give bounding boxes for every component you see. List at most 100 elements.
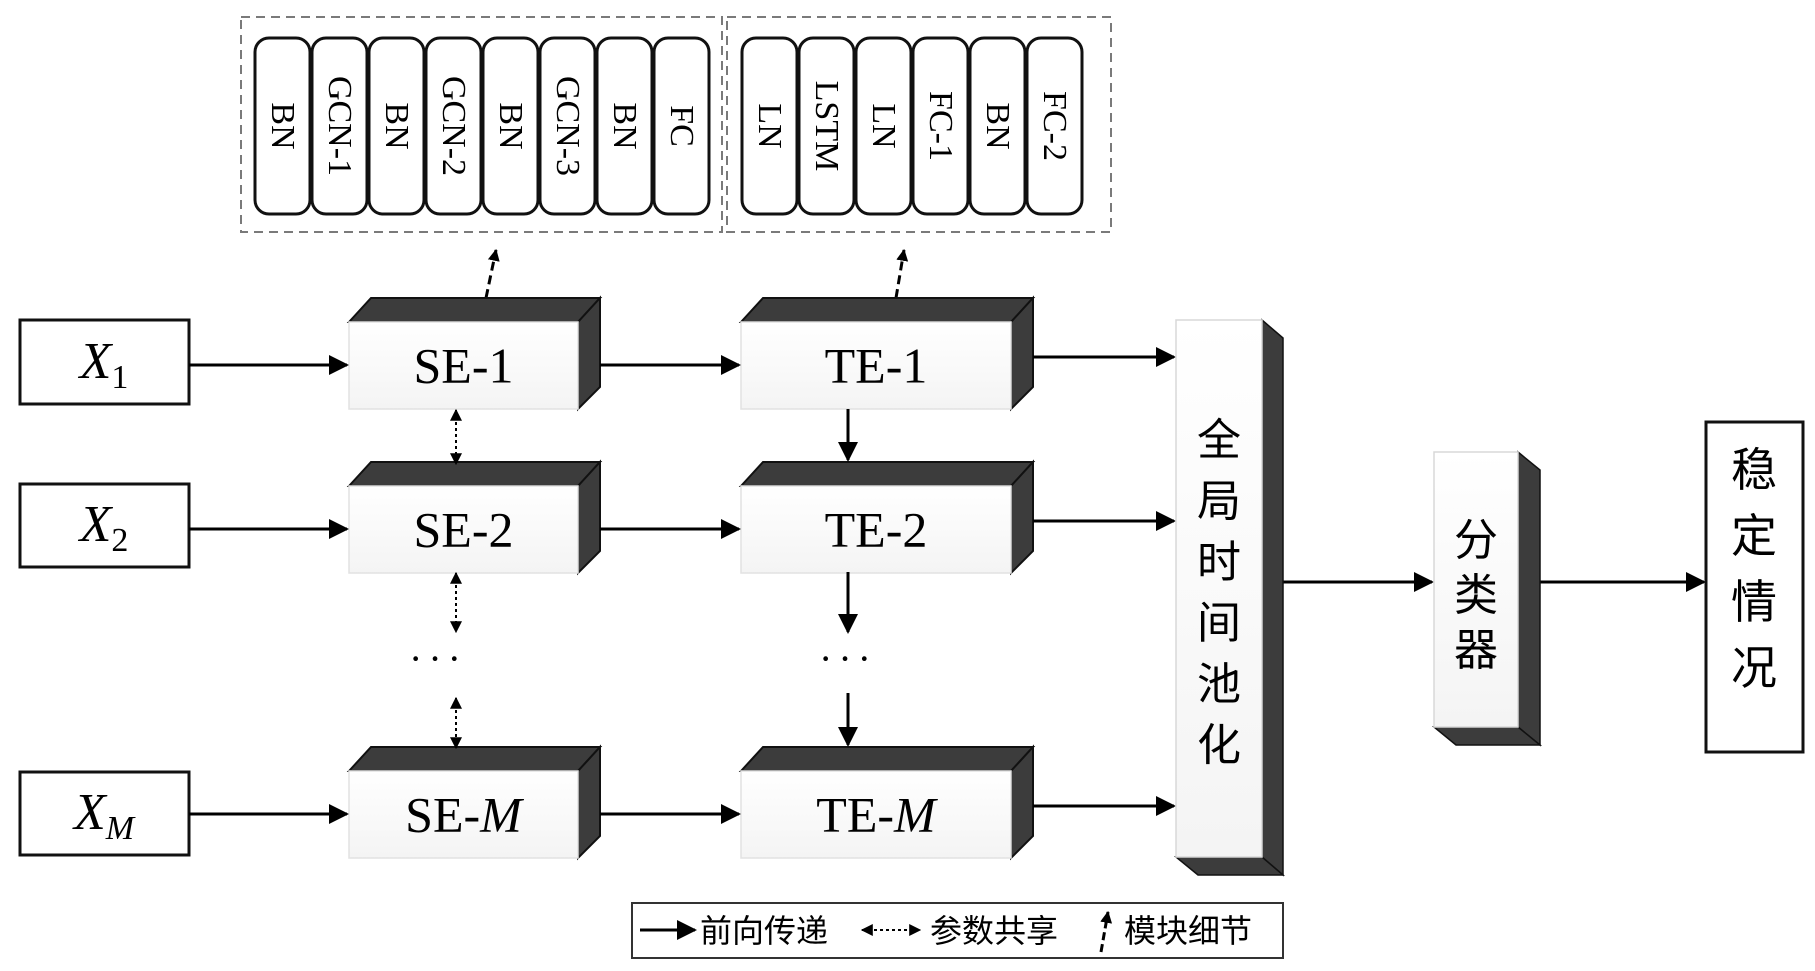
classifier-side: [1517, 450, 1541, 747]
label-char: 池: [1197, 659, 1241, 710]
layer-label: GCN-3: [549, 76, 586, 176]
input-node: X1: [18, 318, 191, 406]
te-ellipsis: ···: [819, 636, 877, 681]
classifier-face: [1433, 451, 1519, 728]
label-char: 间: [1197, 598, 1241, 649]
temporal-encoder-front-face: [740, 321, 1012, 410]
classifier-label: 分类器: [1454, 515, 1498, 676]
layer-block: LSTM: [797, 36, 856, 216]
spatial-encoder-top-face: [346, 297, 603, 323]
input-box: [18, 770, 191, 857]
layer-label: BN: [979, 102, 1016, 149]
input-box: [18, 318, 191, 406]
input-label: X2: [78, 496, 129, 559]
layer-label: GCN-1: [321, 76, 358, 176]
spatial-encoder-prefix: SE-: [414, 338, 489, 394]
layer-box: [253, 36, 312, 216]
layer-block: BN: [968, 36, 1027, 216]
output-box: [1704, 420, 1805, 754]
temporal-encoder-index: M: [893, 787, 938, 843]
global-temporal-pooling-block: 全局时间池化: [1173, 318, 1286, 877]
temporal-encoder-index: 2: [902, 502, 927, 558]
temporal-encoder-prefix: TE-: [825, 502, 903, 558]
label-char: 情: [1731, 575, 1777, 629]
layer-box: [1025, 36, 1084, 216]
label-char: 器: [1454, 625, 1498, 676]
input-label: X1: [78, 333, 129, 396]
input-node: XM: [18, 770, 191, 857]
layer-block: FC-1: [911, 36, 970, 216]
legend-module-detail-icon: [1099, 910, 1113, 953]
connector-list: [189, 347, 1706, 824]
te-detail-arrow: [894, 248, 909, 299]
layer-label: LN: [865, 103, 902, 148]
temporal-encoder-node: TE-2: [738, 459, 1036, 576]
layer-label: LN: [751, 103, 788, 148]
input-box: [18, 482, 191, 569]
label-char: 况: [1731, 641, 1777, 695]
se-ellipsis: ···: [409, 636, 467, 681]
se-detail-arrow: [484, 248, 500, 299]
layer-label: BN: [606, 102, 643, 149]
temporal-encoder-front-face: [740, 770, 1012, 859]
spatial-detail-border: [240, 16, 723, 233]
layer-box: [797, 36, 856, 216]
spatial-encoder-index: 1: [489, 338, 514, 394]
layer-block: BN: [367, 36, 426, 216]
label-char: 全: [1197, 415, 1241, 466]
pooling-face: [1175, 319, 1263, 858]
layer-block: GCN-3: [538, 36, 597, 216]
output-label: 稳定情况: [1731, 443, 1777, 695]
spatial-encoder-label: SE-1: [414, 338, 514, 394]
input-label: XM: [72, 784, 136, 847]
layer-label: BN: [264, 102, 301, 149]
spatial-encoder-node: SE-M: [346, 744, 603, 861]
input-base: X: [78, 496, 114, 553]
label-char: 分: [1454, 515, 1498, 566]
layer-box: [968, 36, 1027, 216]
layer-block: BN: [481, 36, 540, 216]
legend: 前向传递 参数共享 模块细节: [631, 902, 1284, 959]
temporal-encoder-node: TE-M: [738, 744, 1036, 861]
input-base: X: [78, 333, 114, 390]
temporal-encoder-front-face: [740, 485, 1012, 574]
spatial-encoder-top-face: [346, 746, 603, 772]
layer-box: [911, 36, 970, 216]
layer-block: BN: [595, 36, 654, 216]
legend-module-detail-label: 模块细节: [1124, 912, 1252, 950]
layer-block: LN: [740, 36, 799, 216]
temporal-encoder-label: TE-M: [816, 787, 938, 843]
temporal-encoder-label: TE-2: [825, 502, 928, 558]
spatial-encoder-prefix: SE-: [414, 502, 489, 558]
temporal-encoder-top-face: [738, 461, 1036, 487]
input-base: X: [72, 784, 108, 841]
layer-box: [481, 36, 540, 216]
spatial-encoder-index: 2: [489, 502, 514, 558]
layer-box: [854, 36, 913, 216]
classifier-block: 分类器: [1431, 450, 1543, 747]
layer-block: GCN-1: [310, 36, 369, 216]
input-node: X2: [18, 482, 191, 569]
layer-label: FC-2: [1036, 91, 1073, 161]
layer-box: [740, 36, 799, 216]
layer-box: [310, 36, 369, 216]
spatial-encoder-top-face: [346, 461, 603, 487]
label-char: 稳: [1731, 443, 1777, 497]
layer-label: FC: [663, 105, 700, 147]
spatial-encoder-front-face: [348, 321, 579, 410]
temporal-encoder-top-face: [738, 746, 1036, 772]
layer-label: LSTM: [808, 81, 845, 172]
layer-box: [595, 36, 654, 216]
spatial-encoder-node: SE-1: [346, 295, 603, 412]
layer-box: [538, 36, 597, 216]
temporal-encoder-list: TE-1TE-2TE-M: [738, 295, 1036, 861]
spatial-encoder-index: M: [479, 787, 524, 843]
stability-output-block: 稳定情况: [1704, 420, 1805, 754]
pooling-side: [1261, 318, 1284, 877]
label-char: 化: [1197, 720, 1241, 771]
